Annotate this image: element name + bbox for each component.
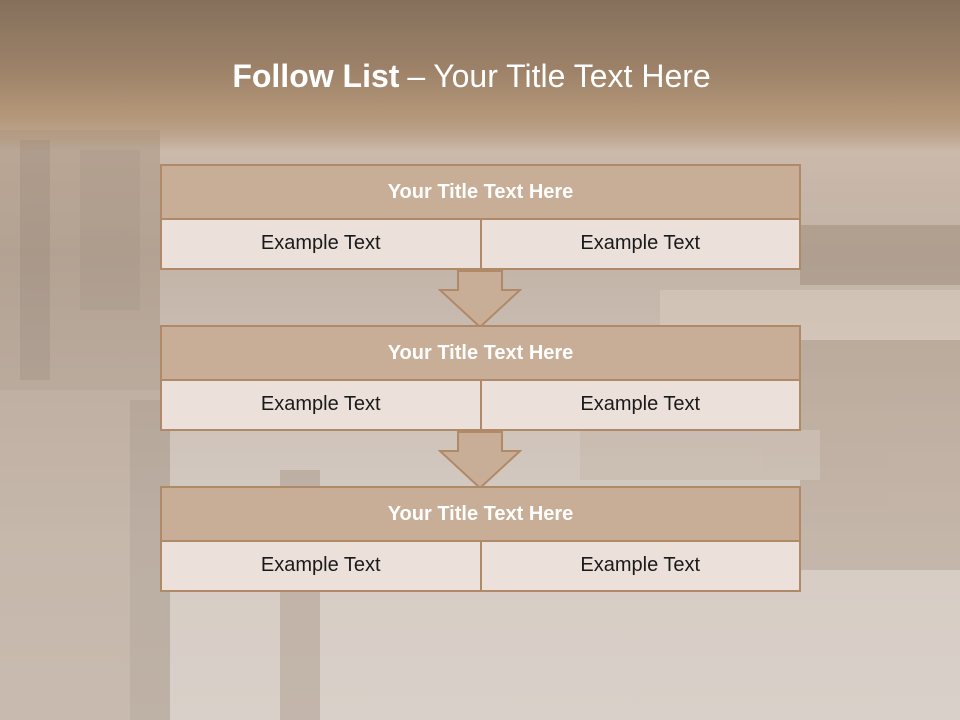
block-cell: Example Text (260, 393, 381, 415)
title-bold: Follow List (232, 58, 400, 94)
block-row: Example Text Example Text (160, 542, 801, 592)
block-cell: Example Text (479, 542, 800, 590)
down-arrow-icon (438, 270, 522, 328)
block-cell: Example Text (260, 554, 381, 576)
title-separator: – (407, 58, 426, 94)
title-rest: Your Title Text Here (433, 58, 711, 94)
list-block: Your Title Text Here Example Text Exampl… (160, 486, 801, 592)
block-title: Your Title Text Here (160, 486, 801, 542)
list-block: Your Title Text Here Example Text Exampl… (160, 325, 801, 431)
block-title: Your Title Text Here (160, 164, 801, 220)
list-block: Your Title Text Here Example Text Exampl… (160, 164, 801, 270)
block-row: Example Text Example Text (160, 220, 801, 270)
block-cell: Example Text (479, 381, 800, 429)
block-cell: Example Text (479, 220, 800, 268)
block-row: Example Text Example Text (160, 381, 801, 431)
down-arrow-icon (438, 431, 522, 489)
slide-title: Follow List–Your Title Text Here (0, 52, 943, 100)
header-band (0, 0, 960, 150)
block-title: Your Title Text Here (160, 325, 801, 381)
block-cell: Example Text (260, 232, 381, 254)
